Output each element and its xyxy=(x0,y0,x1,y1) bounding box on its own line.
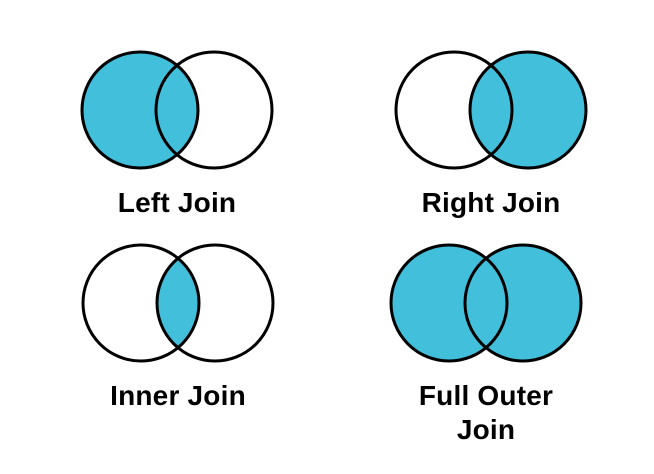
full-outer-join-venn xyxy=(389,243,583,363)
right-join-venn xyxy=(394,50,588,170)
right-circle-outline xyxy=(154,50,274,170)
left-circle-outline xyxy=(81,243,201,363)
intersection-region xyxy=(156,52,198,168)
intersection-region xyxy=(470,52,512,168)
full-outer-join-label: Full Outer Join xyxy=(418,380,554,445)
left-circle-outline xyxy=(80,50,200,170)
intersection-region xyxy=(157,245,199,361)
left-join-venn xyxy=(80,50,274,170)
right-join-label: Right Join xyxy=(421,187,561,218)
right-circle-outline xyxy=(468,50,588,170)
inner-join-venn xyxy=(81,243,275,363)
right-circle-outline xyxy=(463,243,583,363)
left-join-label: Left Join xyxy=(117,187,237,218)
inner-join-label: Inner Join xyxy=(110,380,246,411)
intersection-region xyxy=(465,245,507,361)
right-circle-outline xyxy=(155,243,275,363)
right-join-figure: Right Join xyxy=(371,38,611,220)
left-circle-outline xyxy=(389,243,509,363)
full-outer-join-figure: Full Outer Join xyxy=(366,231,606,447)
inner-join-figure: Inner Join xyxy=(58,231,298,413)
left-circle-outline xyxy=(394,50,514,170)
left-join-figure: Left Join xyxy=(57,38,297,220)
